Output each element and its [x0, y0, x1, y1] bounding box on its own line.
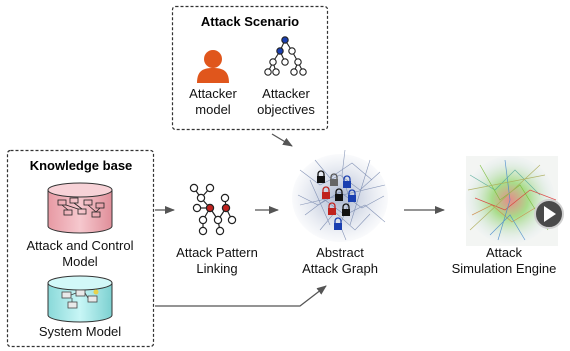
attacker-person-icon	[197, 50, 229, 83]
knowledge-base-box	[6, 149, 155, 348]
system-model-label: System Model	[38, 324, 122, 339]
arrow-system-to-graph	[155, 285, 327, 307]
abstract-attack-graph-icon	[292, 149, 388, 242]
attack-pattern-linking-label: Attack Pattern Linking	[176, 245, 258, 276]
play-button-icon[interactable]	[534, 199, 564, 229]
simulation-engine-icon	[465, 156, 558, 246]
attack-control-model-label: Attack and Control Model	[26, 238, 134, 269]
attacker-objectives-label: Attacker objectives	[257, 86, 315, 117]
attack-pattern-tree-icon	[189, 183, 237, 236]
knowledge-base-title: Knowledge base	[29, 158, 133, 173]
attack-control-database-icon	[47, 182, 113, 234]
abstract-attack-graph-label: Abstract Attack Graph	[302, 245, 378, 276]
attack-simulation-engine-label: Attack Simulation Engine	[451, 245, 557, 276]
objectives-tree-icon	[264, 36, 307, 76]
attack-scenario-title: Attack Scenario	[200, 14, 300, 29]
attack-scenario-box	[171, 5, 329, 131]
arrow-scenario-to-graph	[271, 133, 293, 147]
system-model-database-icon	[47, 275, 113, 323]
attacker-model-label: Attacker model	[189, 86, 237, 117]
padlock-icons	[317, 170, 356, 230]
